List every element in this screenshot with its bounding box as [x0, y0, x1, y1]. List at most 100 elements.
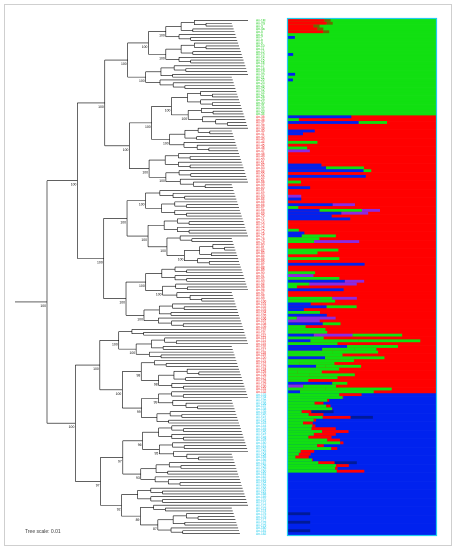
tip-label: An-154 — [256, 452, 267, 456]
admixture-bar — [288, 288, 436, 292]
admixture-bar — [288, 189, 436, 193]
admixture-segment — [288, 384, 304, 388]
admixture-bar — [288, 384, 436, 388]
admixture-segment — [308, 413, 324, 417]
admixture-bar — [288, 123, 436, 128]
admixture-segment — [288, 447, 332, 451]
admixture-segment — [288, 299, 336, 303]
bootstrap-value: 100 — [142, 171, 148, 175]
admixture-bar — [288, 197, 436, 201]
tip-label: An-97 — [256, 291, 265, 295]
admixture-bar — [288, 160, 436, 164]
admixture-segment — [327, 398, 330, 403]
admixture-segment — [288, 424, 313, 428]
admixture-segment — [288, 464, 337, 468]
admixture-segment — [288, 72, 296, 77]
tip-label: An-12 — [256, 50, 265, 54]
tip-label: An-59 — [256, 183, 265, 187]
admixture-segment — [288, 396, 343, 400]
bootstrap-value: 100 — [119, 301, 125, 305]
admixture-bar — [288, 430, 436, 434]
tip-label: An-89 — [256, 268, 265, 272]
tip-label: An-169 — [256, 495, 267, 499]
tip-label: An-73 — [256, 223, 265, 227]
admixture-segment — [288, 313, 327, 317]
tip-label: An-42 — [256, 135, 265, 139]
admixture-bar — [288, 223, 436, 227]
bar-plot-border — [286, 17, 438, 537]
admixture-segment — [325, 387, 392, 391]
tip-label: An-31 — [256, 104, 265, 108]
tip-label: An-33 — [256, 109, 265, 113]
admixture-segment — [288, 469, 337, 473]
admixture-bar — [288, 186, 436, 190]
tip-label: An-14 — [256, 55, 265, 59]
tip-label: An-41 — [256, 132, 265, 136]
admixture-bar — [288, 432, 436, 437]
admixture-bar — [288, 53, 436, 57]
admixture-segment — [317, 444, 324, 448]
tip-label: An-6 — [256, 33, 263, 37]
admixture-bar — [288, 359, 436, 363]
tip-label: An-173 — [256, 506, 267, 510]
admixture-bar — [288, 498, 436, 502]
tip-label: An-84 — [256, 254, 265, 258]
admixture-bar — [288, 489, 436, 493]
admixture-segment — [288, 438, 328, 442]
admixture-segment — [325, 356, 385, 360]
admixture-segment — [314, 401, 324, 405]
bootstrap-value: 100 — [142, 45, 148, 49]
admixture-segment — [335, 466, 338, 471]
tip-label: An-155 — [256, 455, 267, 459]
bootstrap-value: 100 — [181, 117, 187, 121]
admixture-segment — [288, 356, 325, 360]
tip-label: An-70 — [256, 214, 265, 218]
tip-label: An-16 — [256, 61, 265, 65]
tip-label: An-117 — [256, 347, 266, 351]
admixture-segment — [288, 118, 299, 122]
tip-label: An-111 — [256, 330, 266, 334]
tip-label: An-93 — [256, 279, 265, 283]
tip-label: An-2G — [256, 21, 266, 25]
tip-label: An-53 — [256, 166, 265, 170]
admixture-segment — [288, 449, 301, 454]
admixture-bar — [288, 180, 436, 184]
tip-label: An-125 — [256, 370, 267, 374]
admixture-bar — [288, 381, 436, 386]
admixture-bar — [288, 532, 436, 536]
admixture-segment — [288, 132, 304, 136]
admixture-segment — [288, 427, 312, 431]
tip-label: An-92 — [256, 277, 265, 281]
admixture-segment — [288, 251, 318, 255]
tip-label: An-134 — [256, 396, 267, 400]
admixture-segment — [334, 461, 357, 465]
tip-label: An-160 — [256, 469, 267, 473]
bootstrap-value: 100 — [137, 317, 143, 321]
admixture-bar — [288, 483, 436, 488]
tip-label: An-137 — [256, 404, 267, 408]
admixture-segment — [288, 197, 302, 201]
tip-label: An-45 — [256, 143, 265, 147]
tip-label: An-99 — [256, 296, 265, 300]
admixture-bar — [288, 438, 436, 442]
admixture-bar — [288, 336, 436, 340]
tip-label: An-81 — [256, 245, 265, 249]
bootstrap-value: 100 — [139, 79, 145, 83]
tree-scale-label: Tree scale: 0.01 — [25, 529, 61, 535]
admixture-bar — [288, 265, 436, 269]
bootstrap-value: 98 — [136, 374, 140, 378]
tip-label: An-91 — [256, 274, 265, 278]
bootstrap-value: 100 — [120, 220, 126, 224]
tip-label: An-115 — [256, 342, 266, 346]
admixture-bar — [288, 152, 436, 156]
admixture-segment — [288, 336, 324, 340]
admixture-segment — [352, 333, 403, 337]
admixture-segment — [288, 410, 302, 414]
admixture-bar — [288, 228, 436, 232]
admixture-bar — [288, 523, 436, 527]
admixture-bar — [288, 449, 436, 454]
admixture-segment — [311, 427, 336, 431]
tip-label: An-107 — [256, 319, 267, 323]
tip-label: An-101 — [256, 302, 267, 306]
tip-label: An-156 — [256, 458, 267, 462]
